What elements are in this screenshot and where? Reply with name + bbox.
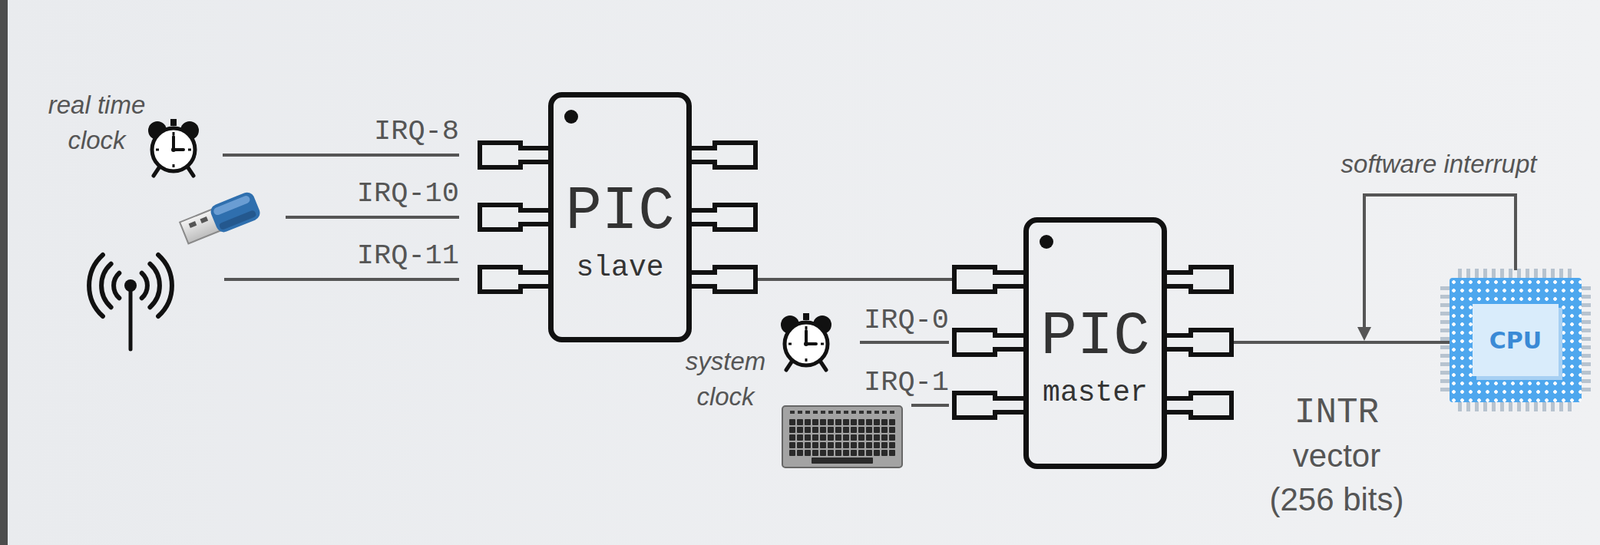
- signal-caption: software interrupt: [1341, 146, 1538, 182]
- chip-role: master: [1042, 378, 1148, 408]
- pic-chip: PIC slave: [548, 92, 692, 343]
- page-edge-bar: [0, 0, 8, 545]
- device-caption: real time clock: [39, 87, 155, 159]
- usb-stick-icon: [178, 190, 263, 247]
- antenna-icon: [89, 254, 172, 350]
- pin1-dot: [1039, 234, 1054, 249]
- alarm-clock-icon: [780, 313, 832, 371]
- irq-line-name: IRQ-0: [863, 306, 949, 335]
- chip-title: PIC: [565, 181, 675, 243]
- irq-wires: [222, 155, 949, 406]
- signal-caption: vector (256 bits): [1263, 433, 1410, 522]
- alarm-clock-icon: [148, 119, 199, 176]
- irq-line-name: IRQ-8: [373, 117, 460, 146]
- chip-label: CPU: [1489, 327, 1542, 354]
- chip-title: PIC: [1040, 307, 1150, 368]
- irq-line-name: IRQ-11: [357, 241, 460, 271]
- cpu-die: CPU: [1472, 304, 1559, 377]
- pin1-dot: [564, 109, 579, 124]
- signal-name: INTR: [1294, 395, 1379, 431]
- irq-line-name: IRQ-10: [357, 179, 460, 209]
- chip-pins: [479, 142, 1232, 418]
- pic-chip: PIC master: [1023, 217, 1167, 470]
- cpu-pins: [1440, 268, 1591, 412]
- chip-role: slave: [575, 253, 664, 283]
- cpu-chip: CPU: [1449, 277, 1582, 403]
- irq-line-name: IRQ-1: [863, 368, 949, 397]
- device-caption: system clock: [667, 343, 784, 415]
- keyboard-icon: [782, 406, 903, 468]
